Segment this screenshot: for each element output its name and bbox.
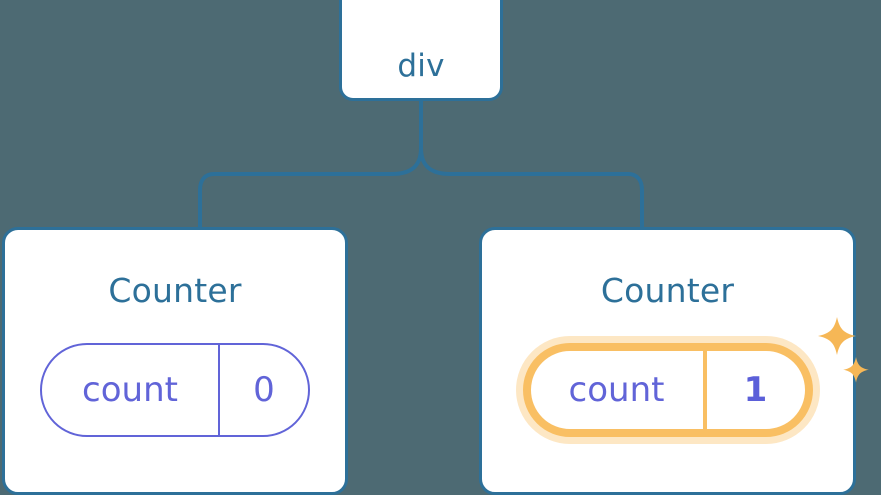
node-div[interactable]: div [339,0,503,101]
state-key-left: count [42,345,220,435]
node-counter-left-title: Counter [108,271,242,310]
state-pill-left[interactable]: count 0 [40,343,310,437]
sparkle-icon [842,357,869,383]
node-div-title: div [397,48,445,84]
sparkle-icon [817,317,856,355]
sparkle-group [817,317,869,383]
node-counter-left[interactable]: Counter count 0 [2,227,348,495]
connector-branch-right [419,146,644,230]
connector-branch-left [198,146,423,230]
node-counter-right[interactable]: Counter count 1 [479,227,869,495]
node-counter-right-title: Counter [600,271,735,310]
state-value-right: 1 [743,370,768,410]
state-pill-wrap-right: count 1 [522,317,869,437]
state-value-left: 0 [253,370,275,410]
state-pill-wrap-left: count 0 [40,343,310,437]
state-key-right: count [531,351,707,429]
state-pill-right[interactable]: count 1 [522,343,813,437]
